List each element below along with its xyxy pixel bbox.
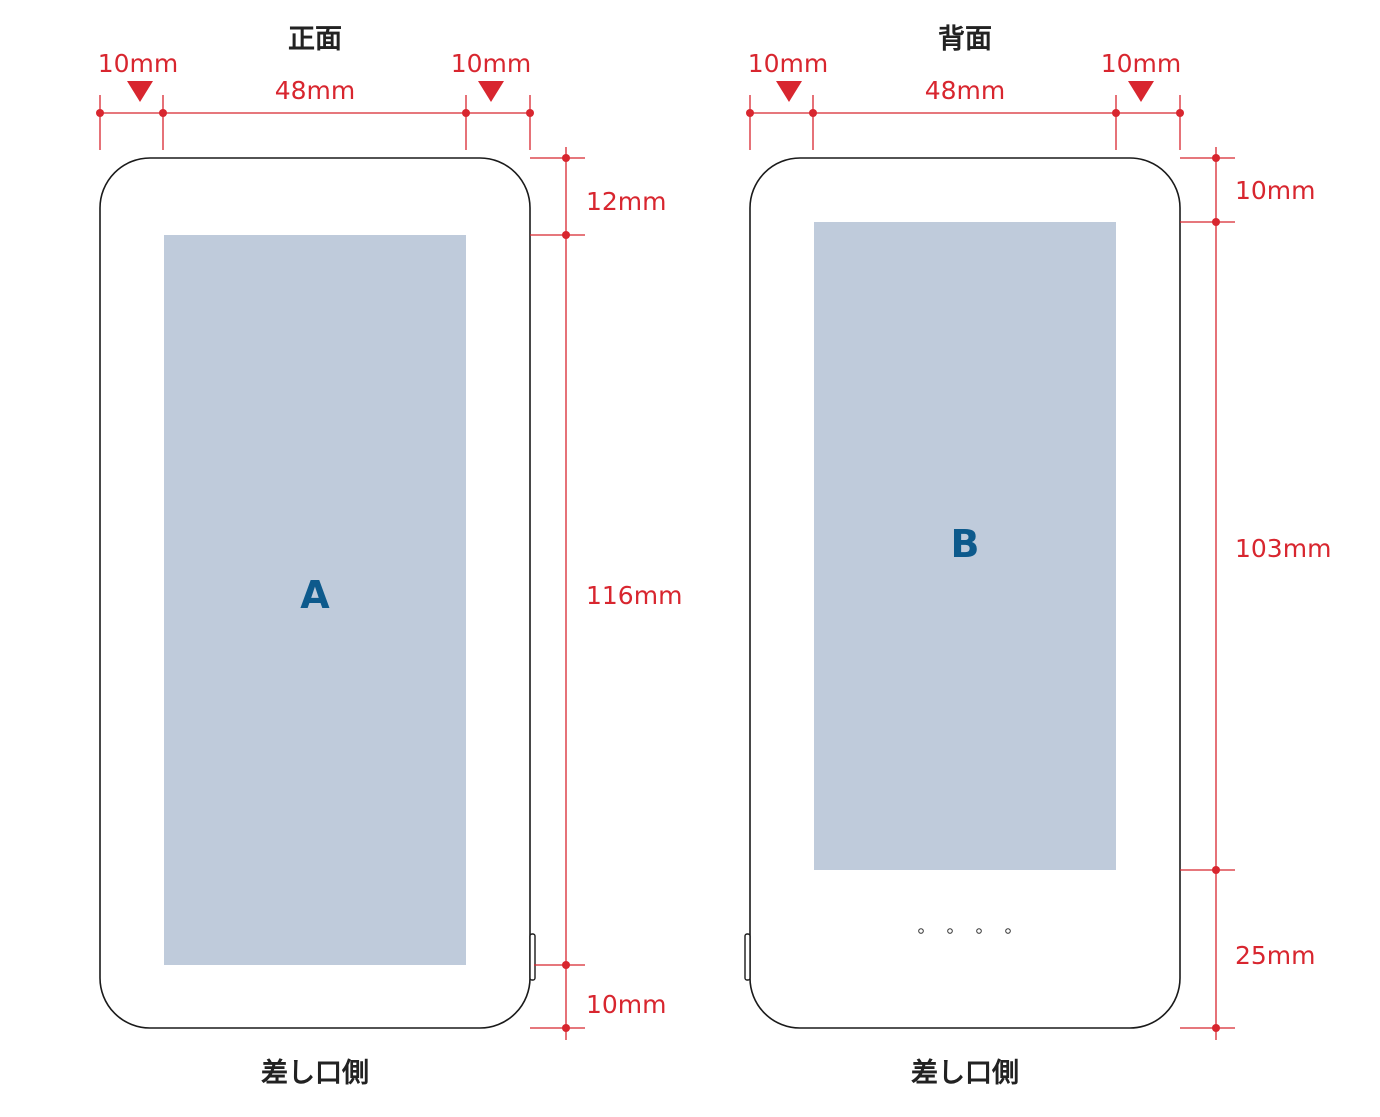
back-side-height: 103mm: [1235, 534, 1331, 563]
front-bottom-caption: 差し口側: [261, 1057, 369, 1089]
back-right-margin-arrow-icon: [1128, 81, 1154, 102]
back-side-dimension: 10mm 103mm 25mm: [1180, 147, 1331, 1040]
front-side-bottom-margin: 10mm: [586, 990, 667, 1019]
front-side-top-margin: 12mm: [586, 187, 667, 216]
back-bottom-caption: 差し口側: [911, 1057, 1019, 1089]
back-top-dimension: 10mm 48mm 10mm: [746, 49, 1184, 150]
back-side-bottom-margin: 25mm: [1235, 941, 1316, 970]
print-area-a: [164, 235, 466, 965]
print-area-a-label: A: [300, 573, 330, 617]
front-right-margin-arrow-icon: [478, 81, 504, 102]
back-side-top-margin: 10mm: [1235, 176, 1316, 205]
front-top-width: 48mm: [275, 76, 356, 105]
print-area-b-label: B: [951, 522, 980, 566]
back-port-bump: [744, 933, 751, 981]
back-top-right-margin: 10mm: [1101, 49, 1182, 78]
print-area-b: [814, 222, 1116, 870]
front-view: 正面 10mm 48mm 10mm A: [96, 24, 682, 1089]
back-top-width: 48mm: [925, 76, 1006, 105]
back-title: 背面: [938, 24, 992, 55]
back-top-left-margin: 10mm: [748, 49, 829, 78]
front-port-bump: [529, 933, 536, 981]
front-top-right-margin: 10mm: [451, 49, 532, 78]
front-top-dimension: 10mm 48mm 10mm: [96, 49, 534, 150]
back-left-margin-arrow-icon: [776, 81, 802, 102]
back-view: 背面 10mm 48mm 10mm B: [744, 24, 1331, 1089]
front-top-left-margin: 10mm: [98, 49, 179, 78]
front-side-height: 116mm: [586, 581, 682, 610]
indicator-led-icons: [918, 928, 1011, 934]
front-title: 正面: [288, 24, 342, 55]
front-side-dimension: 12mm 116mm 10mm: [530, 147, 682, 1040]
front-left-margin-arrow-icon: [127, 81, 153, 102]
